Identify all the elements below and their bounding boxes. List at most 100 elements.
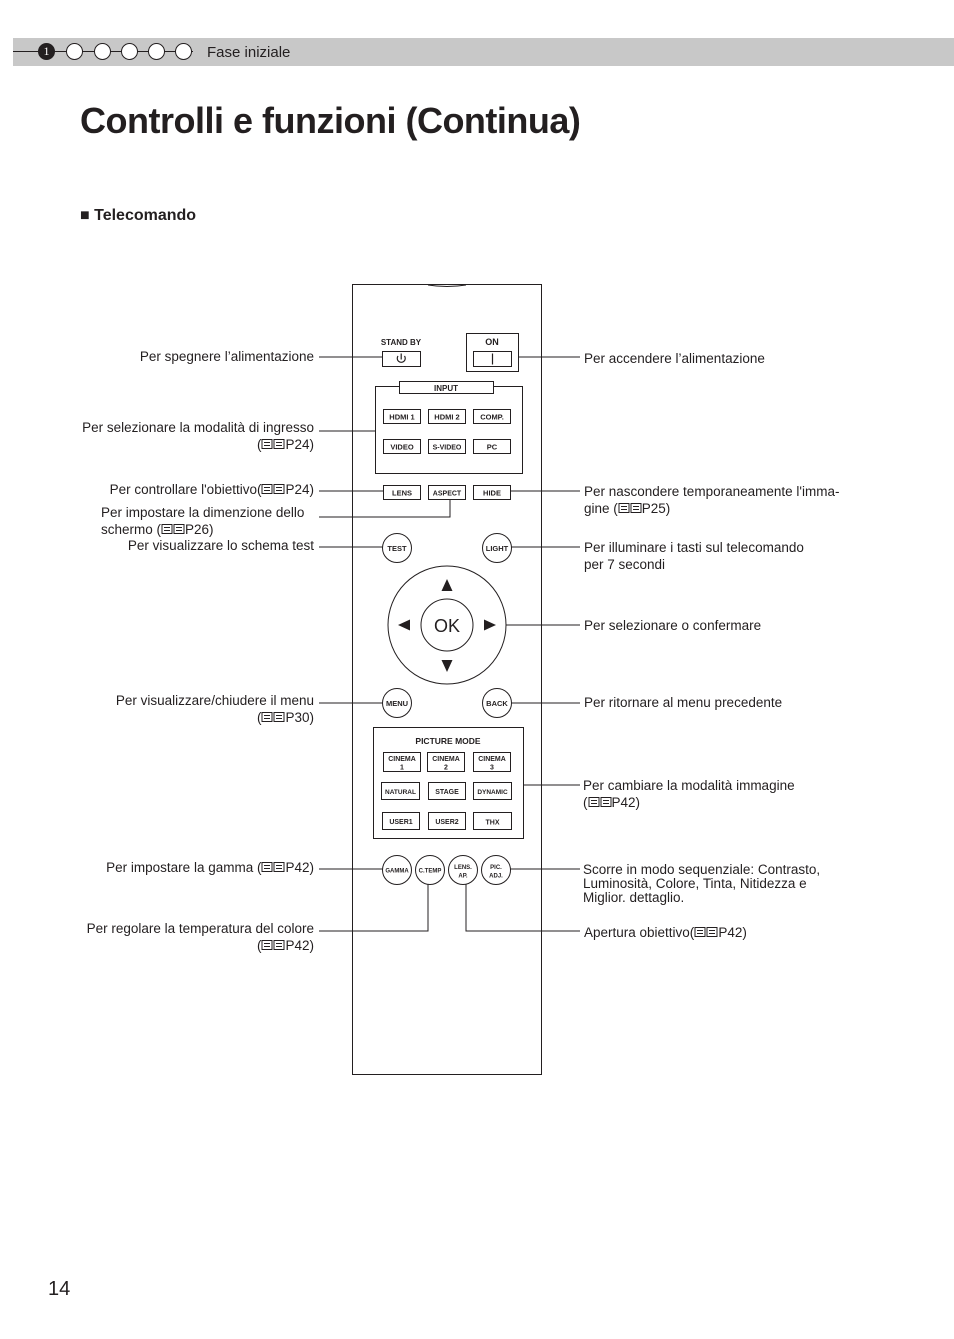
test-button[interactable] <box>382 533 412 563</box>
light-label: LIGHT <box>486 544 509 553</box>
on-group-box <box>466 333 519 372</box>
book-reference-icon <box>261 712 285 722</box>
page-title: Controlli e funzioni (Continua) <box>80 100 581 141</box>
label-hide-ref: P25) <box>641 501 671 516</box>
label-lens-ref: P24) <box>285 482 314 497</box>
hdmi2-button[interactable] <box>428 409 466 424</box>
hdmi1-button[interactable] <box>383 409 421 424</box>
user1-button[interactable] <box>382 812 420 830</box>
natural-button[interactable] <box>381 782 420 800</box>
chapter-step-1: 1 <box>38 43 55 60</box>
arrow-left-icon[interactable] <box>398 619 410 631</box>
cinema2-label-line1: CINEMA <box>432 756 460 763</box>
cinema1-label-line2: 1 <box>400 765 404 772</box>
picadj-label-line1: PIC. <box>490 865 502 871</box>
subsection-title: ■ Telecomando <box>80 207 197 224</box>
book-reference-icon <box>588 797 611 807</box>
ok-button[interactable] <box>420 598 474 652</box>
hdmi2-label: HDMI 2 <box>434 413 459 422</box>
comp-button[interactable] <box>473 409 511 424</box>
input-title: INPUT <box>434 384 458 393</box>
aspect-button[interactable] <box>428 485 466 500</box>
chapter-step-5 <box>148 43 165 60</box>
stage-button[interactable] <box>428 782 466 800</box>
cinema2-label-line2: 2 <box>444 765 448 772</box>
label-light-line1: Per illuminare i tasti sul telecomando <box>584 540 804 555</box>
cinema2-button[interactable] <box>427 752 465 772</box>
test-label: TEST <box>387 544 407 553</box>
label-test: Per visualizzare lo schema test <box>127 538 314 553</box>
label-lensap-text: Apertura obiettivo( <box>584 925 695 940</box>
input-group-box <box>375 386 523 474</box>
label-ctemp-line1: Per regolare la temperatura del colore <box>86 921 314 936</box>
lensap-label-line1: LENS. <box>454 865 472 871</box>
label-input-line1: Per selezionare la modalità di ingresso <box>82 420 314 435</box>
hide-button[interactable] <box>473 485 511 500</box>
label-light: Per illuminare i tasti sul telecomando p… <box>584 539 830 573</box>
cinema3-button[interactable] <box>473 752 511 772</box>
video-button[interactable] <box>383 439 421 454</box>
label-aspect-line2: schermo ( P26) <box>101 521 304 538</box>
natural-label: NATURAL <box>385 789 416 796</box>
light-button[interactable] <box>482 533 512 563</box>
dynamic-button[interactable] <box>473 782 512 800</box>
cinema1-label-line1: CINEMA <box>388 756 416 763</box>
chapter-header-bar <box>13 38 954 66</box>
label-menu-line2: (P30) <box>256 710 314 725</box>
book-reference-icon <box>161 524 185 534</box>
arrow-up-icon[interactable] <box>441 579 453 591</box>
label-aspect: Per impostare la dimenzione dello scherm… <box>101 504 304 538</box>
label-hide: Per nascondere temporaneamente l'imma- g… <box>584 483 859 517</box>
lensap-button[interactable] <box>448 855 478 885</box>
label-ctemp-line2: (P42) <box>256 938 314 953</box>
arrow-right-icon[interactable] <box>484 619 496 631</box>
chapter-step-6 <box>175 43 192 60</box>
label-power-off: Per spegnere l’alimentazione <box>139 349 314 364</box>
label-power-on: Per accendere l’alimentazione <box>584 351 765 366</box>
remote-ir-window <box>427 284 467 287</box>
cinema1-button[interactable] <box>383 752 421 772</box>
arrow-down-icon[interactable] <box>441 660 453 672</box>
svideo-button[interactable] <box>428 439 466 454</box>
aspect-label: ASPECT <box>433 491 462 498</box>
label-gamma: Per impostare la gamma (P42) <box>106 859 314 876</box>
input-title-box <box>399 381 494 394</box>
gamma-label: GAMMA <box>385 869 409 875</box>
label-gamma-ref: P42) <box>285 860 314 875</box>
label-input-select: Per selezionare la modalità di ingresso … <box>82 419 314 453</box>
user1-label: USER1 <box>389 819 412 826</box>
book-reference-icon <box>261 484 285 494</box>
book-reference-icon <box>618 503 642 513</box>
stage-label: STAGE <box>435 789 459 796</box>
book-reference-icon <box>261 862 285 872</box>
label-input-line2: (P24) <box>256 437 314 452</box>
hdmi1-label: HDMI 1 <box>389 413 414 422</box>
ctemp-label: C.TEMP <box>419 869 442 875</box>
gamma-button[interactable] <box>382 855 412 885</box>
label-aspect-line2-text: schermo ( <box>101 522 162 537</box>
label-menu-line1: Per visualizzare/chiudere il menu <box>115 693 314 708</box>
dynamic-label: DYNAMIC <box>477 789 508 796</box>
lens-button[interactable] <box>383 485 421 500</box>
lens-label: LENS <box>392 489 412 498</box>
svideo-label: S-VIDEO <box>433 445 462 452</box>
label-picture-line1: Per cambiare la modalità immagine <box>583 778 795 793</box>
ok-label: OK <box>434 616 460 636</box>
page-number: 14 <box>48 1278 71 1300</box>
pc-label: PC <box>487 443 498 452</box>
pc-button[interactable] <box>473 439 511 454</box>
picture-mode-group-box <box>373 727 524 839</box>
picadj-label-line2: ADJ. <box>489 874 503 880</box>
ctemp-button[interactable] <box>415 855 445 885</box>
label-picadj-line1: Scorre in modo sequenziale: Contrasto, <box>583 862 821 877</box>
picadj-button[interactable] <box>481 855 511 885</box>
thx-button[interactable] <box>473 812 512 830</box>
label-aspect-ref: P26) <box>185 522 214 537</box>
user2-button[interactable] <box>428 812 466 830</box>
on-label: ON <box>485 337 499 347</box>
label-picture-mode: Per cambiare la modalità immagine (P42) <box>583 777 795 811</box>
book-reference-icon <box>261 439 285 449</box>
menu-label: MENU <box>386 699 408 708</box>
video-label: VIDEO <box>390 443 414 452</box>
label-lensap-ref: P42) <box>718 925 747 940</box>
